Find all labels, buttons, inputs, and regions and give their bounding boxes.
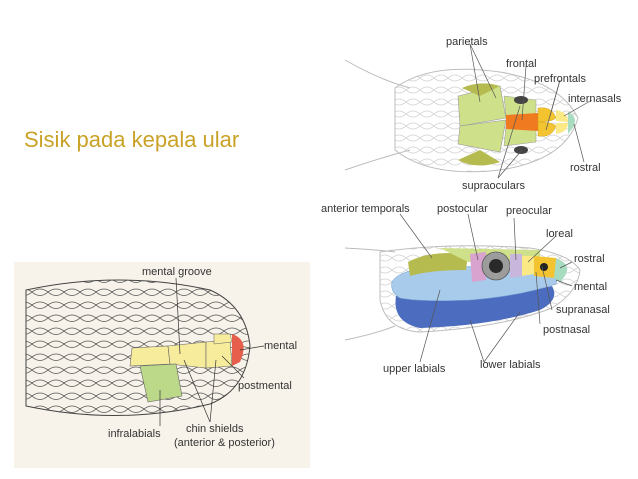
- rostral-scale: [554, 258, 568, 282]
- rostral-scale: [568, 112, 575, 134]
- label-rostral-side: rostral: [574, 253, 605, 265]
- label-postmental: postmental: [238, 380, 292, 392]
- label-loreal: loreal: [546, 228, 573, 240]
- dorsal-leader-lines: [469, 43, 593, 179]
- label-mental-side: mental: [574, 281, 608, 293]
- anterior-temporal-scale: [408, 253, 468, 276]
- dorsal-head-diagram: [344, 43, 593, 179]
- label-upper-labials: upper labials: [383, 363, 446, 375]
- label-supranasal: supranasal: [556, 304, 610, 316]
- ventral-leader-lines: [159, 277, 265, 426]
- label-postocular: postocular: [437, 203, 488, 215]
- label-parietals: parietals: [446, 36, 488, 48]
- eye-icon: [514, 96, 528, 104]
- postmental-scale: [213, 333, 233, 345]
- label-lower-labials: lower labials: [480, 359, 541, 371]
- label-chin-shields: chin shields: [186, 423, 244, 435]
- label-internasals: internasals: [568, 93, 622, 105]
- mental-scale: [232, 334, 244, 366]
- pupil-icon: [489, 259, 503, 273]
- label-anterior-temporals: anterior temporals: [321, 203, 410, 215]
- eye-icon: [514, 146, 528, 154]
- slide-title: Sisik pada kepala ular: [24, 127, 240, 152]
- label-mental-bottom: mental: [264, 340, 298, 352]
- label-frontal: frontal: [506, 58, 537, 70]
- internasal-scale: [556, 110, 568, 122]
- label-infralabials: infralabials: [108, 428, 161, 440]
- lateral-head-diagram: [344, 213, 581, 363]
- postocular-scale: [470, 252, 486, 282]
- neck-outline: [344, 59, 411, 89]
- label-mental-groove: mental groove: [142, 266, 212, 278]
- nostril-icon: [540, 263, 548, 271]
- label-preocular: preocular: [506, 205, 552, 217]
- label-postnasal: postnasal: [543, 324, 591, 336]
- neck-outline: [344, 325, 396, 341]
- chin-shield-scale: [129, 345, 171, 367]
- preocular-scale: [510, 254, 522, 278]
- label-rostral-top: rostral: [570, 162, 601, 174]
- infralabial-scale: [139, 363, 183, 403]
- parietal-scale: [457, 119, 507, 153]
- label-chin-shields-note: (anterior & posterior): [174, 437, 275, 449]
- lateral-leader-lines: [399, 213, 573, 363]
- temporal-scale: [458, 150, 500, 166]
- loreal-scale: [522, 256, 534, 276]
- chin-shield-scale: [205, 339, 233, 369]
- label-supraoculars: supraoculars: [462, 180, 525, 192]
- prefrontal-scale: [537, 121, 557, 137]
- label-prefrontals: prefrontals: [534, 73, 586, 85]
- internasal-scale: [556, 123, 568, 134]
- ventral-head-diagram: [25, 277, 265, 426]
- lower-labial-scales: [395, 286, 555, 328]
